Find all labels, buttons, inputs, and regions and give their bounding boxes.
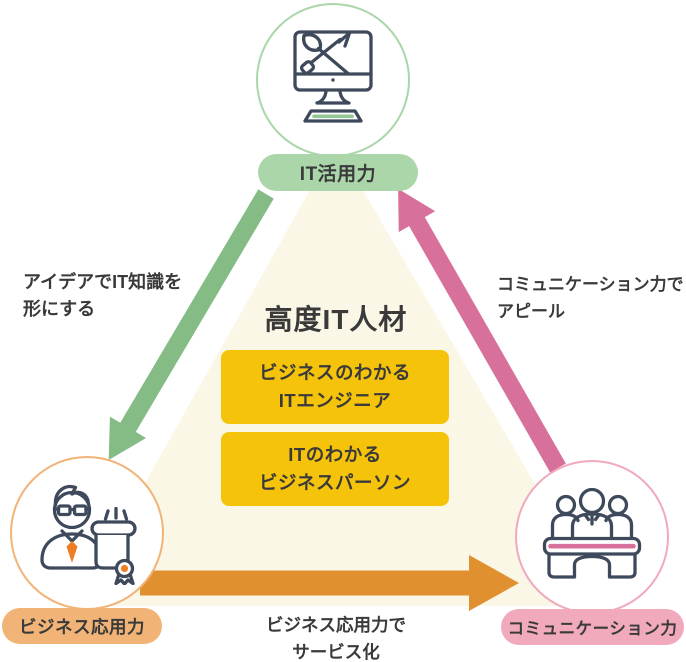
edge-label-idea: アイデアでIT知識を 形にする <box>23 269 182 323</box>
edge-label-line: 形にする <box>23 299 96 319</box>
highlight-box-it-engineer: ビジネスのわかる ITエンジニア <box>221 350 449 424</box>
arrow-it-to-business <box>108 189 274 460</box>
highlight-box-line: ビジネスパーソン <box>258 472 411 493</box>
label-communication: コミュニケーション力 <box>501 609 684 645</box>
highlight-box-business-person: ITのわかる ビジネスパーソン <box>221 432 449 506</box>
edge-label-line: コミュニケーション力で <box>497 275 684 294</box>
highlight-box-line: ビジネスのわかる <box>258 362 411 383</box>
edge-label-service: ビジネス応用力で サービス化 <box>213 612 459 662</box>
node-it-utilization <box>256 3 410 157</box>
node-business-application <box>10 456 164 610</box>
label-business-application: ビジネス応用力 <box>2 608 162 644</box>
edge-label-appeal: コミュニケーション力で アピール <box>497 271 684 325</box>
edge-label-line: サービス化 <box>292 642 380 662</box>
businessman-certificate-icon <box>40 485 137 585</box>
meeting-people-icon <box>542 487 642 579</box>
edge-label-line: アピール <box>497 302 565 321</box>
design-monitor-icon <box>293 30 373 123</box>
center-title: 高度IT人材 <box>264 304 408 335</box>
edge-label-line: ビジネス応用力で <box>266 615 406 635</box>
edge-label-line: アイデアでIT知識を <box>23 272 183 292</box>
label-it-utilization: IT活用力 <box>258 154 418 191</box>
arrow-communication-to-it <box>398 188 566 473</box>
node-communication <box>515 460 669 614</box>
highlight-box-line: ITエンジニア <box>278 390 392 411</box>
highlight-box-line: ITのわかる <box>288 444 382 465</box>
